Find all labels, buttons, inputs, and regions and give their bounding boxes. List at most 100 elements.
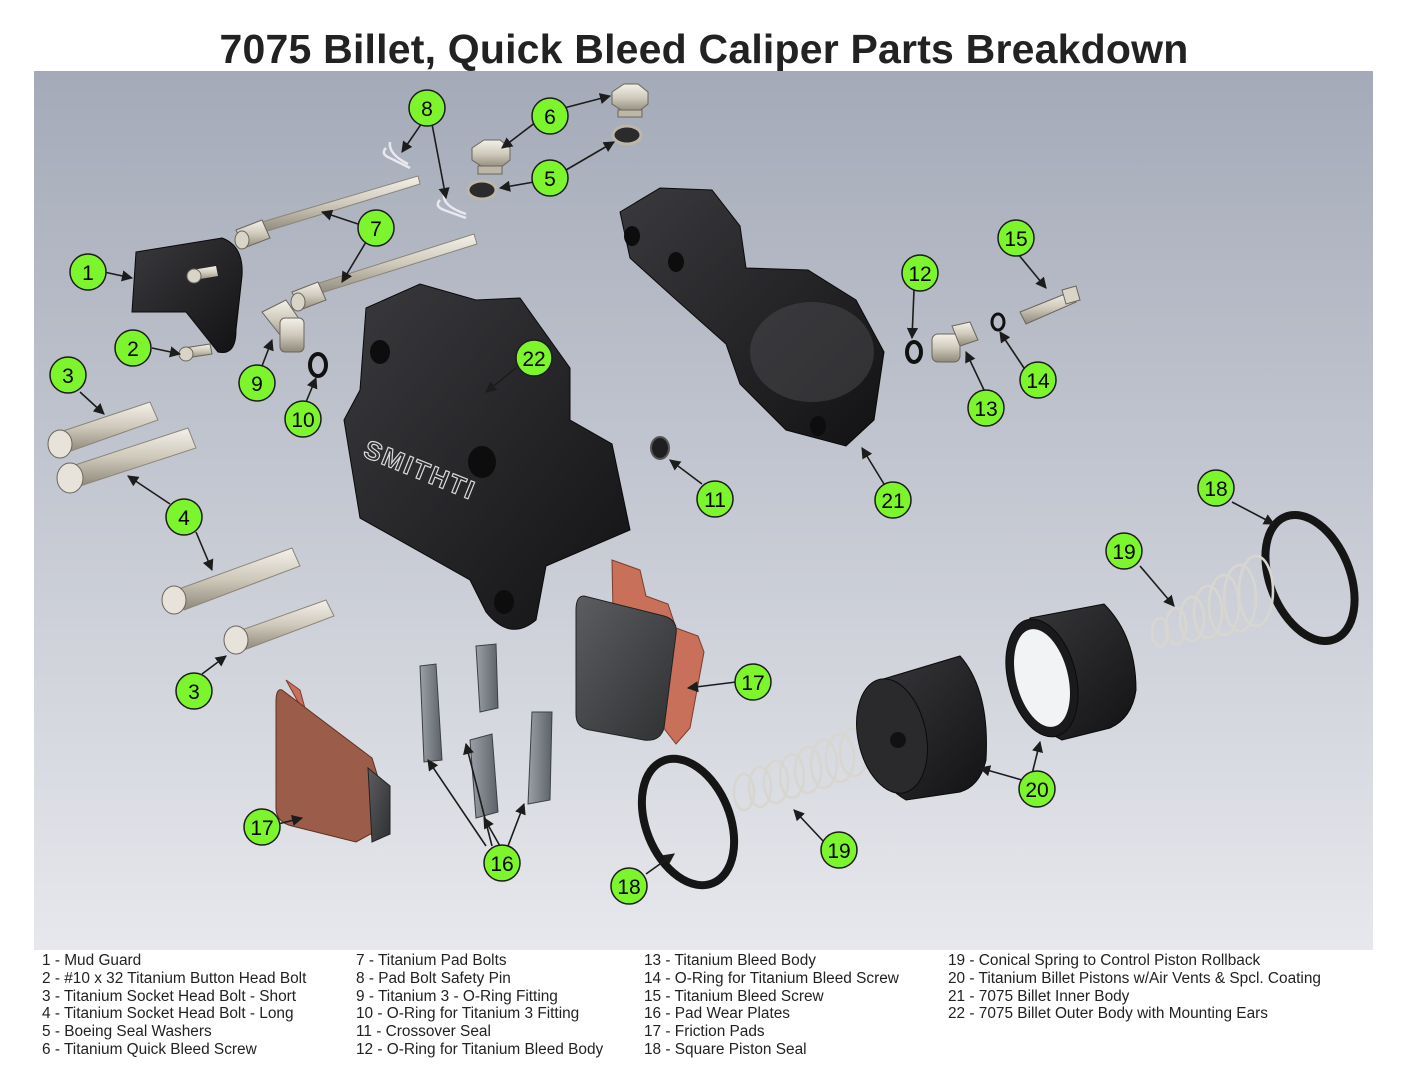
callout-7-label: 7 (370, 218, 382, 241)
part-17-friction-pad-left (275, 679, 391, 843)
legend-item: 5 - Boeing Seal Washers (42, 1023, 212, 1041)
legend-item: 11 - Crossover Seal (356, 1023, 491, 1041)
part-20-piston-rear (1005, 603, 1137, 741)
callout-3-bottom: 3 (175, 672, 213, 710)
callout-13: 13 (967, 389, 1005, 427)
part-9-fitting (261, 299, 305, 353)
legend-item: 2 - #10 x 32 Titanium Button Head Bolt (42, 969, 307, 987)
legend-item: 8 - Pad Bolt Safety Pin (356, 969, 511, 987)
callout-17-right: 17 (734, 663, 772, 701)
part-10-o-ring (308, 352, 328, 378)
legend-item: 12 - O-Ring for Titanium Bleed Body (356, 1040, 604, 1058)
part-15-bleed-screw (1019, 285, 1081, 325)
callout-1: 1 (69, 253, 107, 291)
callout-3-bottom-label: 3 (188, 681, 200, 704)
page-title: 7075 Billet, Quick Bleed Caliper Parts B… (219, 26, 1189, 72)
part-12-o-ring (905, 340, 923, 364)
callout-20: 20 (1018, 770, 1056, 808)
legend-item: 18 - Square Piston Seal (644, 1040, 807, 1058)
callout-15: 15 (997, 219, 1035, 257)
part-14-o-ring (990, 312, 1006, 332)
parts-legend: 1 - Mud Guard 2 - #10 x 32 Titanium Butt… (42, 952, 1382, 1082)
legend-column-4: 19 - Conical Spring to Control Piston Ro… (948, 952, 1321, 1023)
part-19-spring-right (1150, 554, 1275, 648)
callout-2: 2 (114, 329, 152, 367)
callout-12: 12 (901, 254, 939, 292)
callout-12-label: 12 (908, 263, 931, 286)
callout-19-top: 19 (1105, 532, 1143, 570)
legend-column-3: 13 - Titanium Bleed Body 14 - O-Ring for… (644, 952, 899, 1059)
callout-3-top-label: 3 (62, 365, 74, 388)
part-17-friction-pad-right (575, 559, 705, 745)
legend-item: 6 - Titanium Quick Bleed Screw (42, 1040, 257, 1058)
part-21-inner-body (619, 187, 885, 447)
callout-6-label: 6 (544, 106, 556, 129)
legend-item: 15 - Titanium Bleed Screw (644, 987, 824, 1005)
callout-17-right-label: 17 (741, 672, 764, 695)
callout-4: 4 (165, 498, 203, 536)
callout-9-label: 9 (251, 373, 263, 396)
callout-2-label: 2 (127, 338, 139, 361)
part-22-outer-body: SMITHTI (343, 283, 631, 630)
leader-lines (79, 93, 1275, 875)
callout-5-label: 5 (544, 168, 556, 191)
legend-column-2: 7 - Titanium Pad Bolts 8 - Pad Bolt Safe… (356, 952, 603, 1059)
callout-9: 9 (238, 364, 276, 402)
callout-21-label: 21 (881, 490, 904, 513)
callout-8-label: 8 (421, 98, 433, 121)
callout-6: 6 (531, 97, 569, 135)
callout-17-left-label: 17 (250, 817, 273, 840)
part-18-seal-left (637, 754, 739, 890)
callout-13-label: 13 (974, 398, 997, 421)
callout-5: 5 (531, 159, 569, 197)
callout-19-top-label: 19 (1112, 541, 1135, 564)
legend-item: 16 - Pad Wear Plates (644, 1005, 791, 1023)
callout-10-label: 10 (291, 409, 314, 432)
part-11-crossover-seal (650, 436, 670, 460)
callout-14-label: 14 (1026, 370, 1050, 393)
callout-21: 21 (874, 481, 912, 519)
callout-22-label: 22 (522, 348, 545, 371)
legend-item: 14 - O-Ring for Titanium Bleed Screw (644, 969, 899, 987)
callout-11-label: 11 (704, 489, 726, 512)
part-2-button-bolt (178, 343, 213, 362)
legend-item: 13 - Titanium Bleed Body (644, 952, 816, 969)
part-7-pad-bolts (234, 175, 478, 312)
callout-22: 22 (515, 339, 553, 377)
legend-item: 22 - 7075 Billet Outer Body with Mountin… (948, 1005, 1268, 1023)
callout-1-label: 1 (82, 262, 94, 285)
callout-16-label: 16 (490, 853, 513, 876)
callout-18-bottom-label: 18 (617, 876, 640, 899)
callout-14: 14 (1019, 361, 1057, 399)
part-20-piston-front (856, 655, 987, 801)
legend-item: 10 - O-Ring for Titanium 3 Fitting (356, 1005, 580, 1023)
legend-item: 3 - Titanium Socket Head Bolt - Short (42, 987, 297, 1005)
callout-4-label: 4 (178, 507, 190, 530)
callout-20-label: 20 (1025, 779, 1048, 802)
part-16-wear-plates (419, 643, 553, 819)
legend-item: 20 - Titanium Billet Pistons w/Air Vents… (948, 969, 1321, 987)
callout-10: 10 (284, 400, 322, 438)
callout-3-top: 3 (49, 356, 87, 394)
callout-19-bottom-label: 19 (827, 840, 850, 863)
legend-item: 9 - Titanium 3 - O-Ring Fitting (356, 987, 558, 1005)
legend-item: 1 - Mud Guard (42, 952, 142, 969)
callout-17-left: 17 (243, 808, 281, 846)
legend-column-1: 1 - Mud Guard 2 - #10 x 32 Titanium Butt… (42, 952, 306, 1059)
callout-18-top-label: 18 (1204, 478, 1227, 501)
callout-18-top: 18 (1197, 469, 1235, 507)
callout-8: 8 (408, 89, 446, 127)
callout-18-bottom: 18 (610, 867, 648, 905)
callout-11: 11 (696, 480, 734, 518)
part-13-bleed-body (931, 321, 979, 363)
legend-item: 21 - 7075 Billet Inner Body (948, 987, 1130, 1005)
callouts: 8 6 5 7 1 2 9 10 22 3 4 3 15 12 14 13 11… (49, 89, 1235, 905)
callout-7: 7 (357, 209, 395, 247)
part-1-mud-guard (131, 237, 243, 354)
exploded-parts-diagram: SMITHTI (34, 71, 1373, 950)
part-5-washers (466, 124, 643, 201)
callout-19-bottom: 19 (820, 831, 858, 869)
callout-16: 16 (483, 844, 521, 882)
legend-item: 19 - Conical Spring to Control Piston Ro… (948, 952, 1261, 969)
legend-item: 4 - Titanium Socket Head Bolt - Long (42, 1005, 294, 1023)
